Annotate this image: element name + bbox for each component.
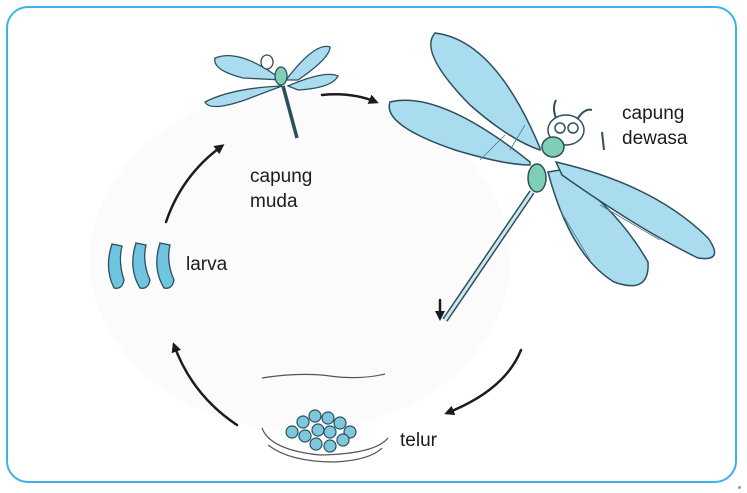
young-dragonfly-label-line2: muda: [250, 190, 298, 214]
adult-dragonfly-label-line2: dewasa: [622, 127, 688, 151]
young-dragonfly-label-line1: capung: [250, 165, 312, 189]
adult-dragonfly-label-line1: capung: [622, 102, 684, 126]
larva-label: larva: [186, 253, 227, 277]
corner-mark: [738, 486, 741, 489]
larva-icon: [108, 243, 174, 288]
egg-label: telur: [400, 429, 437, 453]
